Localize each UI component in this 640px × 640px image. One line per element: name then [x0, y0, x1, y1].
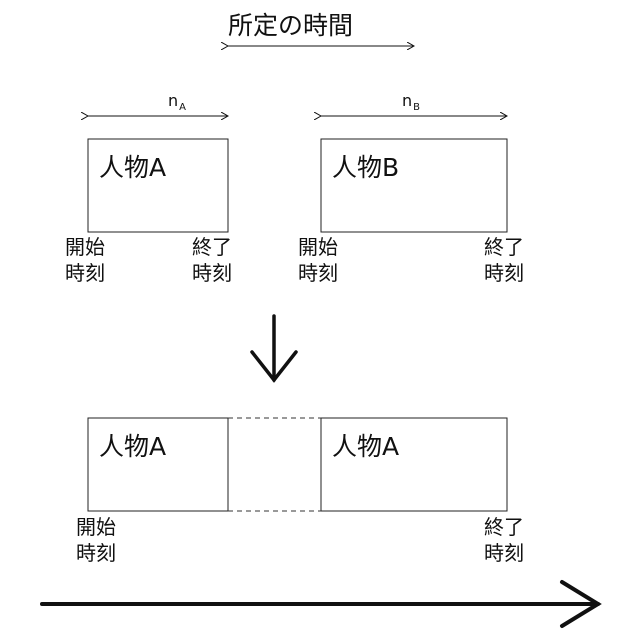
bottom-box-left-label: 人物A: [99, 427, 166, 463]
span-label-a: nA: [168, 91, 186, 110]
bottom-end-time-label: 終了時刻: [484, 514, 524, 566]
box-label-person-b: 人物B: [332, 148, 399, 184]
bottom-start-time-label: 開始時刻: [76, 514, 116, 566]
transform-down-arrow: [252, 316, 296, 380]
span-label-b: nB: [402, 91, 420, 110]
bottom-box-right-label: 人物A: [332, 427, 399, 463]
start-time-label-b: 開始時刻: [298, 234, 338, 286]
diagram-title: 所定の時間: [228, 6, 353, 42]
box-label-person-a: 人物A: [99, 148, 166, 184]
end-time-label-a: 終了時刻: [192, 234, 232, 286]
start-time-label-a: 開始時刻: [65, 234, 105, 286]
end-time-label-b: 終了時刻: [484, 234, 524, 286]
time-axis-arrow: [42, 582, 598, 626]
